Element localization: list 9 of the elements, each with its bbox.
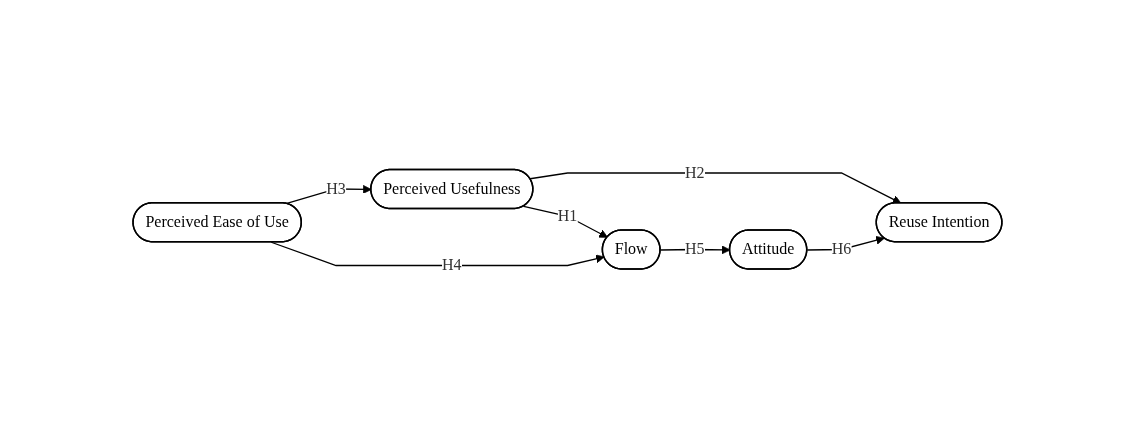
arrow: [270, 241, 605, 267]
edge-label: H6: [831, 240, 852, 258]
edge-label: H4: [442, 256, 462, 274]
edge-label: H2: [685, 164, 705, 182]
edge-label: H1: [557, 207, 578, 225]
edge-label: H5: [685, 240, 705, 258]
arrow: [285, 185, 372, 205]
edge-label: H3: [326, 180, 346, 198]
arrow: [529, 172, 902, 204]
